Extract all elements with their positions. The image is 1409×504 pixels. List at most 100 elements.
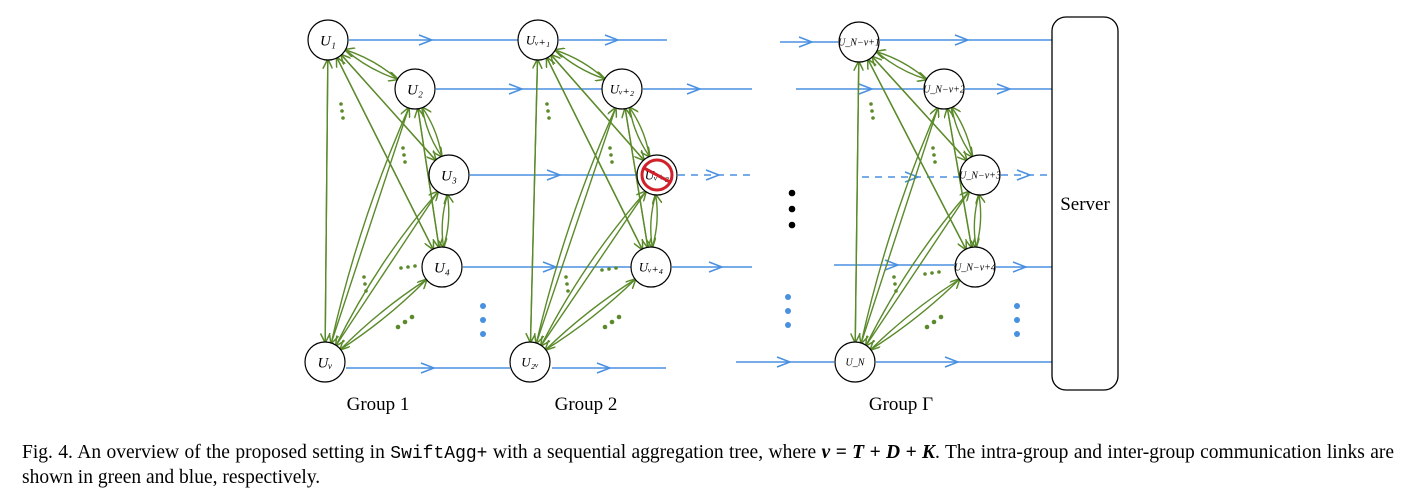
edge-g2-1-2	[554, 49, 604, 79]
blue-arrowhead	[596, 362, 613, 374]
blue-arrowhead	[884, 259, 901, 271]
group-gamma-label: Group Γ	[869, 394, 933, 415]
edge-g3-5-2	[860, 108, 938, 344]
green-dots	[924, 324, 930, 330]
caption-code: SwiftAgg+	[390, 444, 488, 464]
edge-g3-4-3	[976, 195, 981, 248]
edge-g3-5-3	[865, 192, 969, 346]
blue-arrowhead	[705, 169, 722, 181]
edge-g2-5-1	[529, 60, 537, 343]
blue-dots	[785, 294, 791, 300]
node-label-g3-1: U_N−ν+1	[838, 38, 880, 49]
node-label-g3-4: U_N−ν+4	[954, 263, 996, 274]
green-dots	[339, 102, 343, 106]
edge-g2-3-2	[630, 108, 651, 157]
edge-g1-3-1	[341, 55, 437, 161]
user-node-g3-3	[959, 154, 1001, 196]
edge-g1-5-4	[340, 280, 427, 350]
green-dots	[413, 264, 417, 268]
user-node-g1-4	[421, 246, 463, 288]
user-node-g1-2	[394, 68, 436, 110]
green-dots	[547, 116, 551, 120]
node-label-g2-1: Uᵥ₊₁	[526, 33, 550, 48]
blue-arrowhead	[1012, 261, 1029, 273]
green-dots	[406, 265, 410, 269]
edge-g3-4-5	[871, 278, 960, 349]
group-2-label: Group 2	[555, 394, 618, 415]
blue-arrowhead	[858, 83, 875, 95]
dropout-slash	[643, 166, 671, 184]
blue-arrowhead	[546, 169, 563, 181]
caption-math: ν = T + D + K	[821, 442, 936, 463]
edge-g3-3-5	[866, 191, 970, 346]
intra-group-links	[325, 50, 980, 350]
green-dots	[564, 275, 568, 279]
green-dots	[616, 314, 622, 320]
group-1-label: Group 1	[347, 394, 410, 415]
node-label-g1-2: U₂	[407, 82, 423, 98]
edge-g1-4-5	[341, 279, 427, 350]
green-dots	[930, 271, 934, 275]
green-dots	[565, 282, 569, 286]
node-label-g2-5: U₂ᵥ	[521, 355, 539, 370]
node-label-g1-5: Uᵥ	[317, 355, 332, 371]
edge-g2-3-5	[541, 191, 647, 346]
edge-g1-4-2	[418, 109, 440, 248]
green-dots	[870, 109, 874, 113]
blue-arrowhead	[418, 34, 435, 46]
edge-g1-2-5	[331, 107, 410, 343]
edge-g3-3-1	[872, 57, 968, 161]
node-label-g3-5: U_N	[846, 358, 866, 369]
green-dots	[609, 319, 615, 325]
blue-arrowhead	[604, 34, 621, 46]
green-dots	[395, 324, 401, 330]
node-label-g1-3: U₃	[441, 168, 457, 184]
user-node-g3-1	[838, 21, 880, 63]
user-node-g1-5	[304, 341, 346, 383]
user-node-g1-1	[307, 19, 349, 61]
green-dots	[893, 282, 897, 286]
edge-g2-5-4	[545, 279, 636, 351]
blue-arrowhead	[776, 356, 793, 368]
black-dots	[788, 189, 796, 197]
green-dots	[545, 102, 549, 106]
green-dots	[610, 160, 614, 164]
green-dots	[869, 102, 873, 106]
green-dots	[409, 314, 415, 320]
edge-g1-5-1	[325, 60, 328, 343]
edge-g3-5-1	[855, 62, 859, 343]
blue-arrowhead	[1016, 169, 1033, 181]
edge-g3-3-2	[952, 107, 973, 157]
blue-dots	[1014, 303, 1020, 309]
black-dots	[788, 221, 796, 229]
user-node-g3-4	[954, 246, 996, 288]
edge-g1-1-2	[344, 49, 397, 79]
edge-g2-2-3	[628, 107, 650, 157]
edge-g1-3-5	[336, 191, 439, 346]
edge-g2-4-1	[547, 58, 643, 250]
blue-dots	[480, 317, 486, 323]
edge-g3-1-2	[876, 51, 927, 80]
green-dots	[614, 266, 618, 270]
green-dots	[609, 153, 613, 157]
green-dots	[933, 160, 937, 164]
green-dots	[399, 266, 403, 270]
caption-prefix: Fig. 4. An overview of the proposed sett…	[22, 442, 391, 463]
server-box	[1051, 16, 1119, 391]
blue-arrowhead	[954, 34, 971, 46]
edge-g2-2-5	[536, 107, 617, 343]
green-dots	[566, 289, 570, 293]
edge-g1-5-3	[335, 192, 438, 346]
node-label-g2-4: Uᵥ₊₄	[639, 260, 664, 275]
node-label-g1-4: U₄	[434, 260, 450, 276]
green-dots	[937, 270, 941, 274]
blue-arrowhead	[798, 36, 815, 48]
user-nodes: U₁U₂U₃U₄UᵥUᵥ₊₁Uᵥ₊₂Uᵥ₊₃Uᵥ₊₄U₂ᵥU_N−ν+1U_N−…	[304, 19, 1001, 383]
edge-g3-5-4	[870, 279, 960, 351]
green-dots	[932, 153, 936, 157]
green-dots	[607, 267, 611, 271]
edge-g3-4-2	[947, 109, 973, 248]
user-node-g2-5	[509, 341, 551, 383]
green-dots	[931, 319, 937, 325]
green-dots	[340, 109, 344, 113]
